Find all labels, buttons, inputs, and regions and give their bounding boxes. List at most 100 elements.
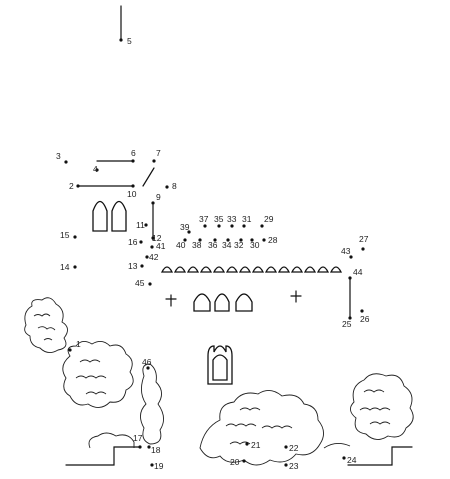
dot-8: 8 — [165, 181, 177, 191]
dot-number: 31 — [242, 214, 252, 224]
dot-marker — [262, 238, 266, 242]
dot-31: 31 — [242, 214, 252, 228]
scallop — [212, 266, 226, 273]
bush-left-top-detail — [33, 313, 56, 341]
bush-left-mid-detail — [75, 359, 107, 395]
dot-22: 22 — [284, 443, 299, 453]
door-frame — [207, 345, 233, 385]
dot-30: 30 — [250, 238, 260, 250]
bush-tree-right-of-door-left — [140, 363, 164, 445]
bush-center-detail — [225, 407, 293, 445]
dot-marker — [150, 245, 154, 249]
drawn-lines — [65, 5, 413, 466]
dot-marker — [131, 159, 135, 163]
dot-number: 46 — [142, 357, 152, 367]
dot-number: 29 — [264, 214, 274, 224]
dot-number: 27 — [359, 234, 369, 244]
dot-number: 20 — [230, 457, 240, 467]
dot-21: 21 — [245, 440, 261, 450]
dot-39: 39 — [180, 222, 191, 234]
dot-28: 28 — [262, 235, 278, 245]
dot-marker — [68, 348, 72, 352]
dot-number: 8 — [172, 181, 177, 191]
cross-left — [165, 294, 177, 307]
dot-number: 24 — [347, 455, 357, 465]
dot-1: 1 — [68, 339, 81, 352]
scallop — [303, 266, 317, 273]
dot-marker — [198, 238, 202, 242]
bush-right — [350, 373, 414, 440]
ground-line-left — [65, 446, 141, 466]
scallop — [173, 266, 187, 273]
dot-number: 35 — [214, 214, 224, 224]
scallop — [316, 266, 330, 273]
dot-18: 18 — [147, 445, 161, 455]
dot-number: 17 — [133, 433, 143, 443]
dot-marker — [144, 223, 148, 227]
dot-number: 30 — [250, 240, 260, 250]
dot-number: 19 — [154, 461, 164, 471]
bush-left-low — [88, 432, 135, 449]
dot-38: 38 — [192, 238, 202, 250]
church-details — [92, 200, 343, 385]
dot-marker — [349, 255, 353, 259]
dot-12: 12 — [151, 233, 162, 243]
dot-46: 46 — [142, 357, 152, 370]
dot-number: 10 — [127, 189, 137, 199]
bush-left-mid — [62, 341, 134, 408]
arched-window-right — [111, 200, 127, 232]
dot-34: 34 — [222, 238, 232, 250]
dot-2: 2 — [69, 181, 80, 191]
dot-42: 42 — [145, 252, 159, 262]
roof-slope-line — [142, 167, 155, 187]
dot-number: 26 — [360, 314, 370, 324]
dot-24: 24 — [342, 455, 357, 465]
dot-marker — [348, 276, 352, 280]
dot-marker — [284, 463, 288, 467]
nave-window-3 — [235, 293, 253, 312]
bush-left-top — [24, 297, 68, 353]
dot-7: 7 — [152, 148, 161, 163]
scallop — [225, 266, 239, 273]
dot-number: 16 — [128, 237, 138, 247]
dot-number: 5 — [127, 36, 132, 46]
dot-16: 16 — [128, 237, 143, 247]
dot-number: 41 — [156, 241, 166, 251]
dot-36: 36 — [208, 238, 218, 250]
dot-marker — [140, 264, 144, 268]
scallop — [277, 266, 291, 273]
dot-marker — [146, 366, 150, 370]
dot-marker — [242, 224, 246, 228]
dot-number: 42 — [149, 252, 159, 262]
dot-number: 12 — [152, 233, 162, 243]
dot-number: 13 — [128, 261, 138, 271]
dot-marker — [119, 38, 123, 42]
dot-marker — [242, 459, 246, 463]
nave-window-1 — [193, 293, 211, 312]
dot-44: 44 — [348, 267, 363, 280]
dot-5: 5 — [119, 36, 132, 46]
dot-45: 45 — [135, 278, 152, 288]
dot-number: 39 — [180, 222, 190, 232]
dot-6: 6 — [131, 148, 136, 163]
dot-number: 1 — [76, 339, 81, 349]
dot-marker — [148, 282, 152, 286]
dot-marker — [250, 238, 254, 242]
dot-marker — [284, 445, 288, 449]
dot-number: 6 — [131, 148, 136, 158]
dot-37: 37 — [199, 214, 209, 228]
dot-number: 45 — [135, 278, 145, 288]
dot-43: 43 — [341, 246, 353, 259]
dot-3: 3 — [56, 151, 68, 164]
dot-19: 19 — [150, 461, 164, 471]
dot-number: 3 — [56, 151, 61, 161]
dot-number: 7 — [156, 148, 161, 158]
dot-15: 15 — [60, 230, 77, 240]
dot-number: 15 — [60, 230, 70, 240]
scallop — [199, 266, 213, 273]
dot-35: 35 — [214, 214, 224, 228]
dot-number: 40 — [176, 240, 186, 250]
dot-14: 14 — [60, 262, 77, 272]
dot-marker — [226, 238, 230, 242]
